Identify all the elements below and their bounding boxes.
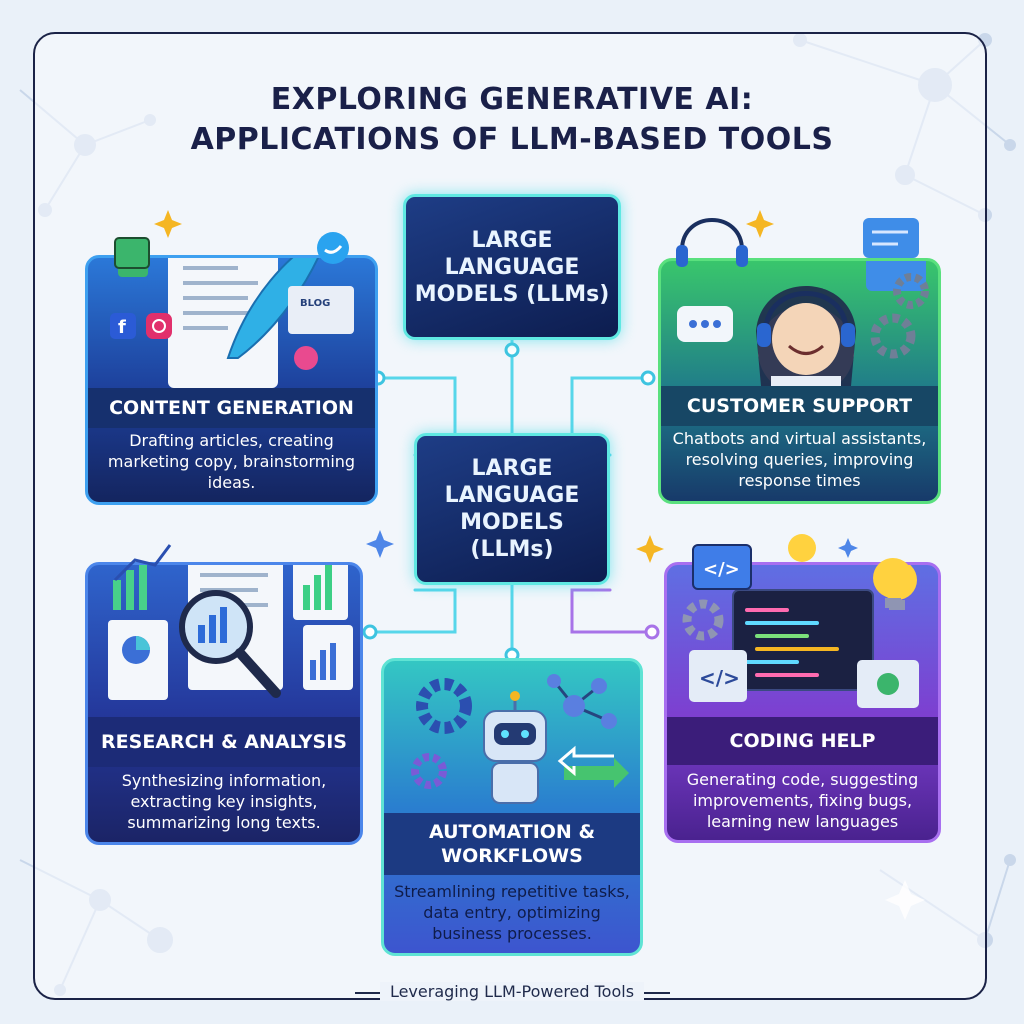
arrow-right-icon: [564, 758, 629, 788]
llm-node-center: LARGE LANGUAGE MODELS (LLMs): [414, 433, 610, 585]
gear-icon: [416, 678, 472, 734]
pinterest-icon: [294, 346, 318, 370]
automation-illustration: [411, 674, 629, 804]
gear-icon: [870, 313, 916, 359]
gear-icon: [411, 753, 447, 789]
pencil-note-icon: [118, 258, 148, 277]
card-content-generation: BLOG f CONTENT GENERATION Drafting artic…: [85, 255, 378, 505]
sparkle-icon: [366, 530, 394, 558]
card-description: Chatbots and virtual assistants, resolvi…: [672, 429, 927, 490]
llm-node-top: LARGE LANGUAGE MODELS (LLMs): [403, 194, 621, 340]
card-description: Streamlining repetitive tasks, data entr…: [394, 882, 630, 943]
sparkle-icon: [636, 535, 664, 563]
card-automation-workflows: AUTOMATION & WORKFLOWS Streamlining repe…: [381, 658, 643, 956]
card-coding-help: </> CODING HELP Generating code, suggest…: [664, 562, 941, 843]
svg-text:BLOG: BLOG: [300, 298, 330, 309]
page-title-line-2: APPLICATIONS OF LLM-BASED TOOLS: [190, 122, 834, 157]
facebook-icon: [110, 313, 136, 339]
message-icon: [866, 261, 926, 291]
light-bulb-icon: [877, 565, 917, 600]
card-title: CONTENT GENERATION: [88, 388, 375, 428]
card-research-analysis: RESEARCH & ANALYSIS Synthesizing informa…: [85, 562, 363, 845]
headset-icon: [763, 291, 849, 332]
code-editor-icon: [732, 589, 874, 691]
footer-text: Leveraging LLM-Powered Tools: [379, 982, 645, 1001]
node-dot: [640, 370, 656, 386]
connector-coding: [570, 588, 654, 634]
research-illustration: [108, 565, 353, 700]
page-title-line-1: EXPLORING GENERATIVE AI:: [270, 82, 754, 117]
svg-text:f: f: [118, 317, 126, 338]
document-icon: [168, 258, 278, 388]
arrow-left-icon: [557, 745, 614, 777]
card-title: CODING HELP: [667, 717, 938, 765]
card-title: CUSTOMER SUPPORT: [661, 386, 938, 426]
coding-illustration: </>: [682, 565, 919, 708]
content-illustration: BLOG f: [110, 258, 354, 388]
node-dot: [644, 624, 660, 640]
card-title: AUTOMATION & WORKFLOWS: [384, 813, 640, 875]
sparkle-icon: [154, 210, 182, 238]
blog-window-icon: [288, 286, 354, 334]
card-customer-support: CUSTOMER SUPPORT Chatbots and virtual as…: [658, 258, 941, 504]
card-description: Synthesizing information, extracting key…: [121, 771, 327, 832]
card-description: Generating code, suggesting improvements…: [686, 770, 919, 831]
gear-icon: [893, 273, 929, 309]
svg-text:</>: </>: [699, 666, 740, 690]
node-dot: [504, 342, 520, 358]
gear-icon: [682, 599, 724, 641]
code-tag-icon: [689, 650, 747, 702]
sparkle-icon: [746, 210, 774, 238]
sparkle-icon: [838, 538, 858, 558]
feather-quill-icon: [226, 258, 319, 359]
card-description: Drafting articles, creating marketing co…: [107, 431, 356, 492]
card-title: RESEARCH & ANALYSIS: [88, 717, 360, 767]
support-illustration: [677, 261, 929, 386]
footer-caption: Leveraging LLM-Powered Tools: [0, 982, 1024, 1001]
instagram-icon: [146, 313, 172, 339]
connector-research: [368, 588, 457, 634]
node-dot: [362, 624, 378, 640]
